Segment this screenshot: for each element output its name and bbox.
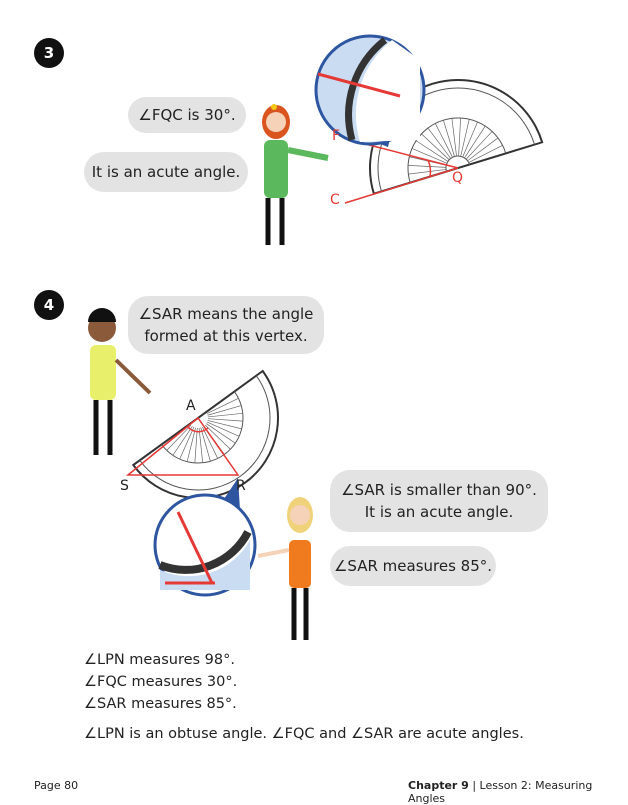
protractor-tick xyxy=(206,421,240,437)
magnifier-fqc xyxy=(314,34,426,147)
protractor-tick xyxy=(458,118,461,157)
protractor-tick xyxy=(462,121,478,158)
footer-chapter: Chapter 9 | Lesson 2: Measuring Angles xyxy=(408,779,628,805)
footer-separator: | xyxy=(472,779,480,792)
speech-bubble-sar-measure: ∠SAR measures 85°. xyxy=(330,546,496,586)
protractor-tick xyxy=(467,137,499,162)
protractor-tick xyxy=(465,131,493,160)
speech-bubble-acute-angle: It is an acute angle. xyxy=(84,152,248,192)
summary-conclusion: ∠LPN is an obtuse angle. ∠FQC and ∠SAR a… xyxy=(84,726,524,742)
protractor-tick xyxy=(204,424,231,450)
protractor-tick xyxy=(408,169,447,175)
protractor-tick xyxy=(194,427,198,463)
protractor-tick xyxy=(468,144,503,163)
protractor-tick xyxy=(166,424,192,451)
summary-line-fqc: ∠FQC measures 30°. xyxy=(84,674,238,690)
boy-character xyxy=(88,308,152,455)
protractor-tick xyxy=(206,423,236,444)
protractor-tick xyxy=(207,412,243,418)
protractor-tick xyxy=(434,123,453,158)
protractor-tick xyxy=(179,426,195,460)
protractor-tick xyxy=(172,426,193,456)
summary-line-sar: ∠SAR measures 85°. xyxy=(84,696,237,712)
protractor-tick xyxy=(443,120,455,157)
protractor-tick xyxy=(451,118,457,157)
step-number-3: 3 xyxy=(34,38,64,68)
chapter-label: Chapter 9 xyxy=(408,779,469,792)
protractor-tick xyxy=(206,397,239,414)
protractor-tick xyxy=(460,119,470,157)
angle-sar-lines xyxy=(125,416,240,476)
lesson-label: Lesson 2: Measuring Angles xyxy=(408,779,593,805)
speech-bubble-fqc-measure: ∠FQC is 30°. xyxy=(128,97,246,133)
girl-character-blonde xyxy=(257,497,313,640)
magnifier-sar xyxy=(153,478,257,597)
speech-bubble-sar-vertex: ∠SAR means the angle formed at this vert… xyxy=(128,296,324,354)
protractor-tick xyxy=(202,426,219,459)
bubble-line: ∠SAR is smaller than 90°. xyxy=(341,481,537,499)
protractor-tick xyxy=(198,427,204,463)
point-label-f: F xyxy=(332,128,341,144)
protractor-tick xyxy=(186,427,196,462)
bubble-line: formed at this vertex. xyxy=(144,327,308,345)
point-label-a: A xyxy=(186,398,196,414)
summary-line-lpn: ∠LPN measures 98°. xyxy=(84,652,235,668)
bubble-line: It is an acute angle. xyxy=(364,503,514,521)
step-number-4: 4 xyxy=(34,290,64,320)
point-label-s: S xyxy=(120,478,129,494)
protractor-tick xyxy=(421,133,450,161)
protractor-tick xyxy=(415,140,449,162)
protractor-tick xyxy=(207,418,243,422)
protractor-tick xyxy=(200,427,211,462)
point-label-c: C xyxy=(330,192,340,208)
girl-character-red-hair xyxy=(262,104,329,245)
point-label-q: Q xyxy=(452,170,464,186)
protractor-tick xyxy=(207,405,242,416)
page-number: Page 80 xyxy=(34,779,79,792)
point-label-r: R xyxy=(236,478,246,494)
protractor-tick xyxy=(427,127,452,159)
bubble-line: ∠SAR means the angle xyxy=(138,305,314,323)
protractor-tick xyxy=(408,165,447,168)
protractor-tick xyxy=(207,420,242,430)
speech-bubble-smaller-than-90: ∠SAR is smaller than 90°. It is an acute… xyxy=(330,470,548,532)
protractor-tick xyxy=(464,125,486,159)
protractor-tick xyxy=(411,148,448,164)
